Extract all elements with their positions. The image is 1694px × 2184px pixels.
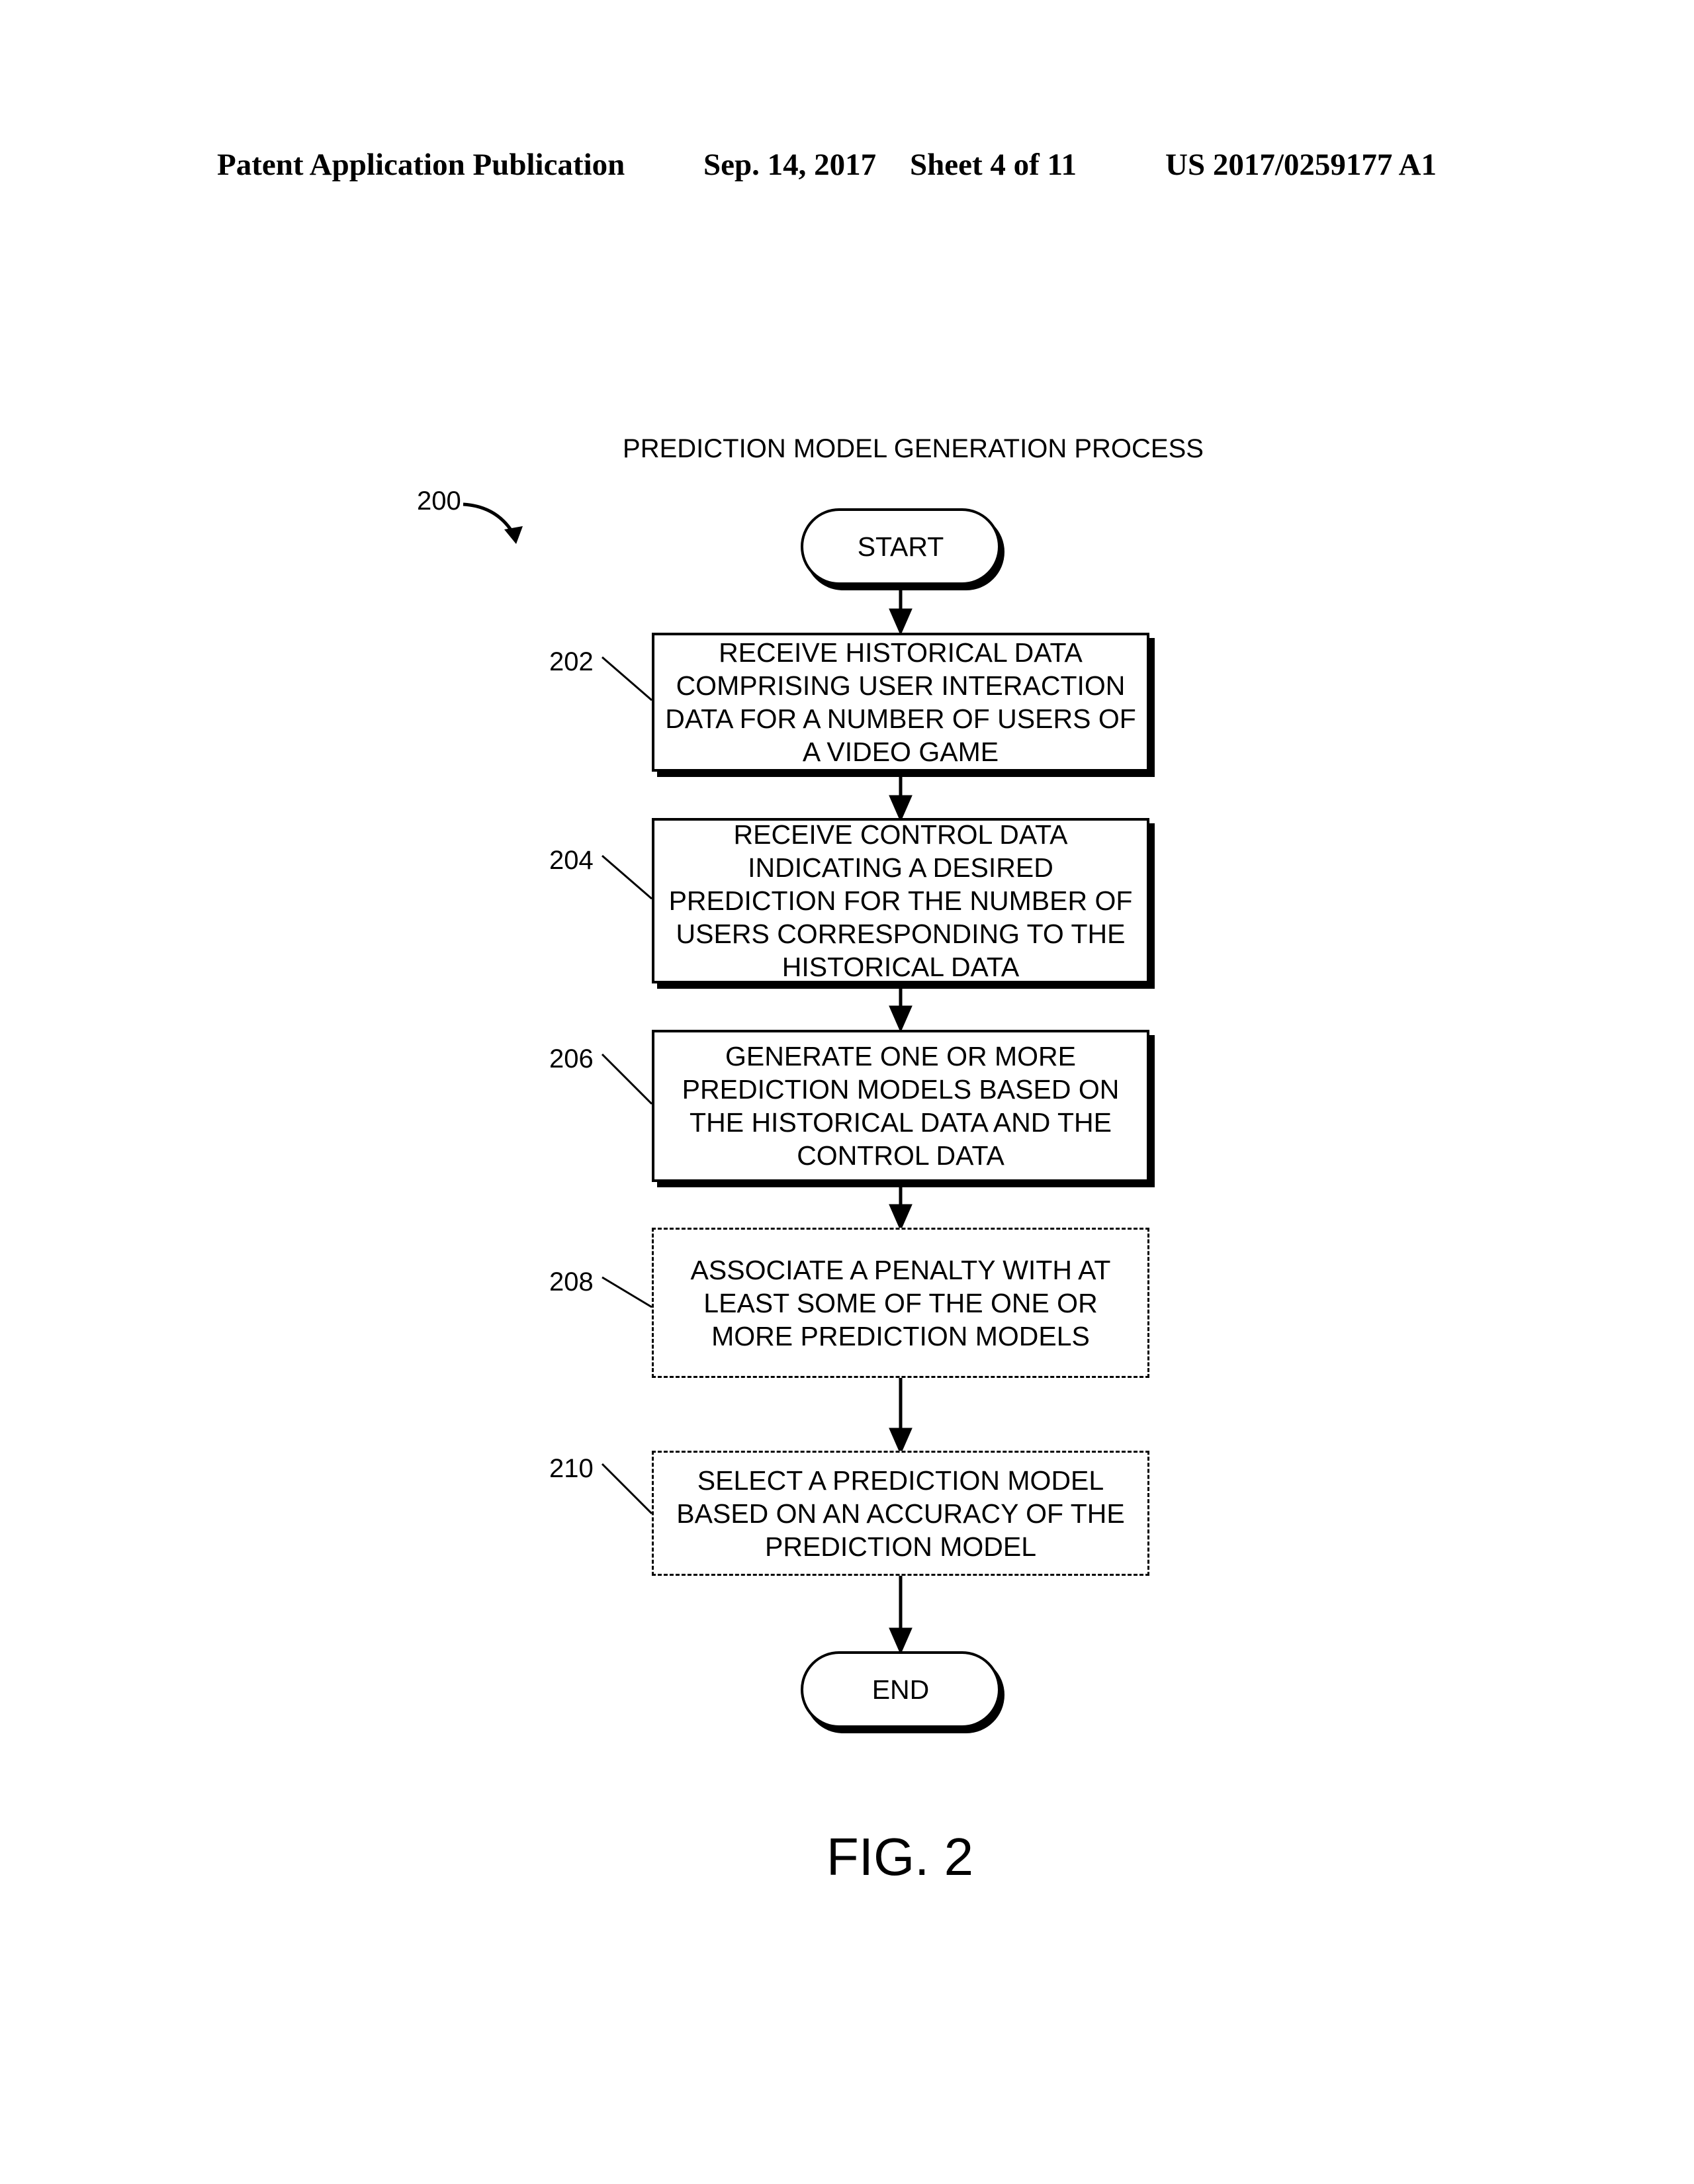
leader-208 bbox=[602, 1276, 652, 1308]
header-date: Sep. 14, 2017 bbox=[703, 148, 877, 182]
ref-206: 206 bbox=[549, 1044, 594, 1073]
leader-210 bbox=[601, 1463, 653, 1515]
step-206-box: GENERATE ONE OR MORE PREDICTION MODELS B… bbox=[652, 1030, 1149, 1182]
leader-204 bbox=[602, 854, 652, 900]
header-number: US 2017/0259177 A1 bbox=[1165, 148, 1437, 182]
leader-202 bbox=[602, 656, 652, 702]
ref-208: 208 bbox=[549, 1267, 594, 1297]
ref-204: 204 bbox=[549, 846, 594, 875]
ref-202: 202 bbox=[549, 647, 594, 676]
leader-206 bbox=[601, 1053, 653, 1105]
step-204-box: RECEIVE CONTROL DATA INDICATING A DESIRE… bbox=[652, 818, 1149, 983]
header-sheet: Sheet 4 of 11 bbox=[910, 148, 1077, 182]
ref-200: 200 bbox=[417, 486, 461, 516]
start-terminal: START bbox=[801, 508, 1001, 585]
end-terminal: END bbox=[801, 1651, 1001, 1728]
step-202-box: RECEIVE HISTORICAL DATA COMPRISING USER … bbox=[652, 633, 1149, 772]
leader-200-arrow bbox=[463, 502, 515, 534]
ref-210: 210 bbox=[549, 1454, 594, 1483]
header-publication: Patent Application Publication bbox=[217, 148, 625, 182]
figure-caption: FIG. 2 bbox=[826, 1827, 974, 1886]
step-210-box: SELECT A PREDICTION MODEL BASED ON AN AC… bbox=[652, 1451, 1149, 1576]
figure-title: PREDICTION MODEL GENERATION PROCESS bbox=[623, 434, 1204, 463]
step-208-box: ASSOCIATE A PENALTY WITH AT LEAST SOME O… bbox=[652, 1228, 1149, 1378]
